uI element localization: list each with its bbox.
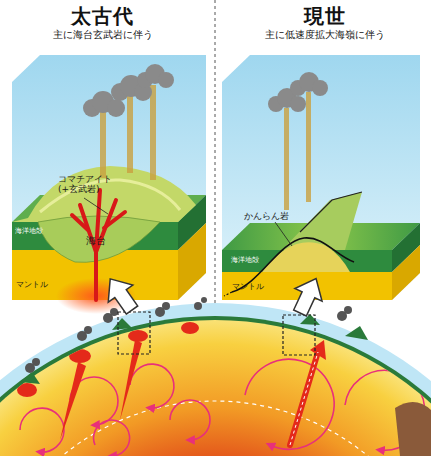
left-block <box>12 55 206 314</box>
era-title: 現世 <box>225 4 425 28</box>
mantle-side <box>178 223 206 300</box>
mantle-front <box>12 250 178 300</box>
part-label: コマチアイト (+玄武岩) <box>58 174 120 195</box>
zoom-box <box>283 315 315 355</box>
plateau <box>12 166 196 222</box>
part-label: 海台 <box>86 235 116 247</box>
right-block <box>222 55 420 300</box>
fault-extension <box>224 292 232 296</box>
eruption-plumes <box>268 72 328 210</box>
zoom-box <box>118 312 150 354</box>
atmosphere <box>0 303 431 456</box>
sky <box>222 55 420 300</box>
convection <box>0 322 431 456</box>
part-label: マントル <box>16 280 66 289</box>
part-label: 海洋地殻 <box>231 256 281 264</box>
era-subtitle: 主に海台玄武岩に伴う <box>0 28 205 42</box>
mantle-side <box>392 245 420 300</box>
panel-heading: 現世主に低速度拡大海嶺に伴う <box>225 4 425 42</box>
hollow-arrow <box>98 270 144 318</box>
continent-brown <box>395 402 431 456</box>
hollow-arrow <box>286 272 329 319</box>
part-label: かんらん岩 <box>244 211 304 221</box>
detachment-fault <box>232 238 354 292</box>
plume-arrow <box>290 352 318 445</box>
continents <box>20 314 368 384</box>
leader-line <box>84 198 108 214</box>
panel-heading: 太古代主に海台玄武岩に伴う <box>0 4 205 42</box>
era-subtitle: 主に低速度拡大海嶺に伴う <box>225 28 425 42</box>
earth-section <box>0 297 431 456</box>
sky <box>12 55 206 300</box>
part-label: 海洋地殻 <box>15 227 55 235</box>
part-label: マントル <box>232 282 282 291</box>
leader-line <box>275 222 292 246</box>
crust <box>0 316 431 456</box>
mantle <box>0 320 431 456</box>
era-title: 太古代 <box>0 4 205 28</box>
eruption-plumes <box>83 64 174 180</box>
